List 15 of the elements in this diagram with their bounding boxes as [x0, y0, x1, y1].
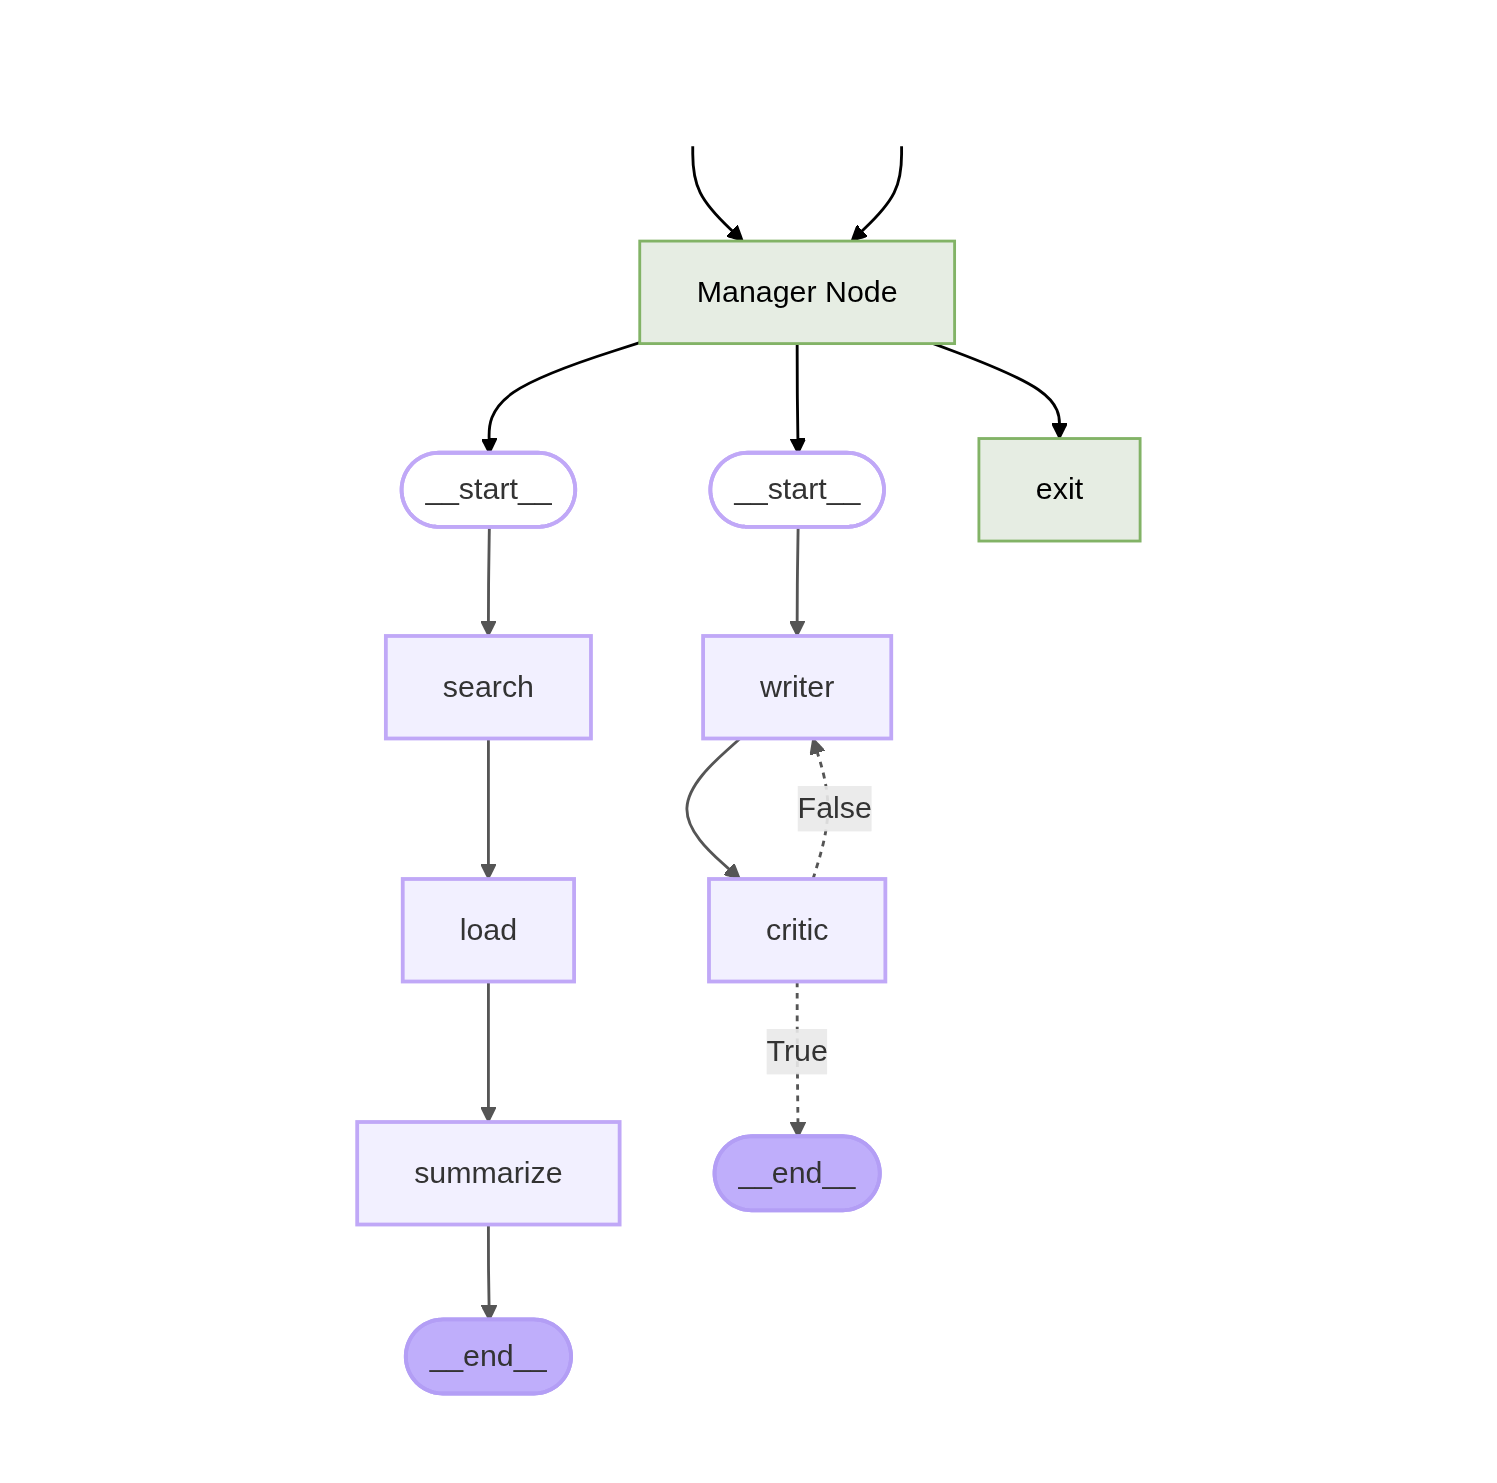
- arrow: [479, 738, 497, 880]
- node-box: summarize: [355, 1120, 622, 1227]
- node-box: Manager Node: [638, 239, 956, 346]
- node-box: exit: [977, 437, 1142, 543]
- node-box: critic: [706, 877, 888, 984]
- arrow: [850, 146, 903, 242]
- node-box: search: [383, 634, 593, 741]
- node-box: load: [400, 877, 576, 984]
- node-box: writer: [701, 634, 893, 741]
- arrow: [691, 146, 744, 242]
- edge-label: False: [797, 791, 872, 825]
- arrow: [479, 981, 497, 1123]
- edge-label: True: [766, 1034, 828, 1068]
- arrow: [479, 527, 497, 637]
- arrow: [788, 527, 806, 637]
